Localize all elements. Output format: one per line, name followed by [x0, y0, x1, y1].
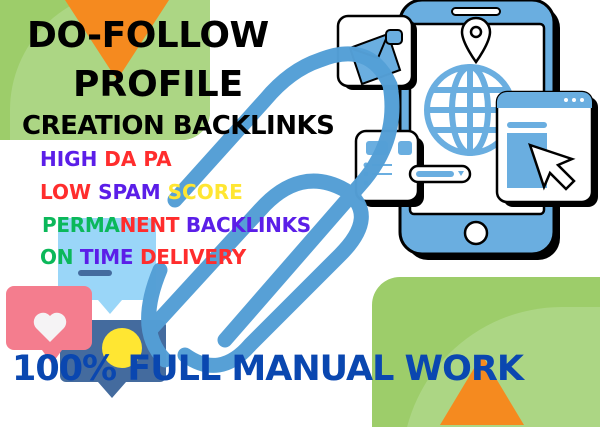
feature-segment: TIME [79, 245, 140, 269]
feature-high-da-pa: HIGH DA PA [40, 149, 172, 169]
feature-permanent-backlinks: PERMANENT BACKLINKS [42, 215, 311, 235]
feature-segment: LOW [40, 180, 99, 204]
feature-on-time-delivery: ON TIME DELIVERY [40, 247, 246, 267]
heart-icon [33, 312, 67, 342]
envelope-card-icon [336, 14, 417, 90]
feature-segment: HIGH [40, 147, 105, 171]
orange-triangle-down [65, 0, 169, 80]
browser-window-icon [495, 90, 598, 207]
chain-link-icon [141, 46, 400, 373]
feature-segment: DA PA [104, 147, 172, 171]
feature-low-spam-score: LOW SPAM SCORE [40, 182, 243, 202]
feature-segment: NENT [119, 213, 186, 237]
heart-bubble-icon [6, 286, 92, 364]
feature-segment: SPAM [98, 180, 168, 204]
bottom-headline: 100% FULL MANUAL WORK [12, 349, 524, 389]
feature-segment: BACKLINKS [185, 213, 311, 237]
chat-bubble-light-icon [58, 218, 156, 314]
illustration [6, 0, 598, 398]
green-corner-shape-top-left [0, 0, 210, 140]
location-pin-icon [460, 16, 492, 65]
feature-segment: DELIVERY [139, 245, 246, 269]
feature-segment: PERMA [42, 213, 120, 237]
title-line-3: CREATION BACKLINKS [22, 111, 335, 141]
feature-segment: ON [40, 245, 80, 269]
title-line-1: DO-FOLLOW [27, 15, 269, 56]
feature-segment: SCORE [167, 180, 243, 204]
notification-badge [385, 29, 403, 45]
title-line-2: PROFILE [73, 64, 244, 105]
cursor-arrow-icon [528, 143, 576, 191]
